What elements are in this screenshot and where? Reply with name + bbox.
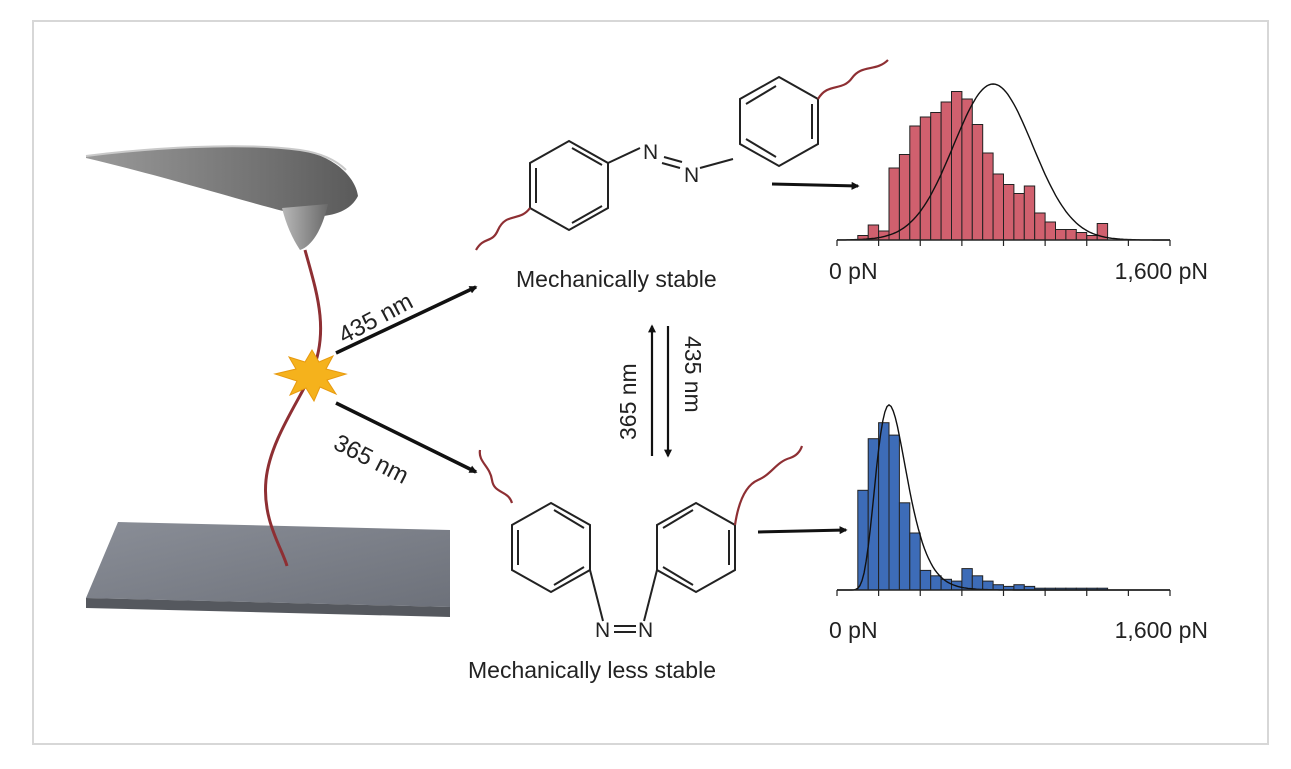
x-tick-label-max: 1,600 pN: [1115, 617, 1208, 643]
histogram-bar: [971, 124, 984, 241]
histogram-bar: [1055, 229, 1067, 241]
afm-tip: [282, 204, 328, 250]
afm-cantilever: [85, 145, 358, 217]
linker-wave-stable-left: [475, 207, 531, 251]
figure-frame: [32, 20, 1269, 745]
arrow-to-stable-histogram: [771, 181, 860, 190]
azo-n-lower-2: N: [638, 619, 653, 642]
linker-wave-less-left: [478, 449, 514, 504]
histogram-bar: [992, 173, 1004, 241]
histogram-bar: [1013, 584, 1025, 591]
azo-n-lower-1: N: [595, 619, 610, 642]
histogram-bar: [888, 434, 900, 591]
x-tick-label-min: 0 pN: [829, 617, 878, 643]
histogram-bar: [888, 167, 900, 241]
x-tick-label-max: 1,600 pN: [1115, 258, 1208, 284]
arrow-to-stable: [335, 285, 478, 355]
title-mechanically-less-stable: Mechanically less stable: [468, 657, 716, 683]
histogram-bar: [1065, 229, 1077, 241]
label-365nm-lower: 365 nm: [329, 429, 413, 489]
histogram-bar: [1075, 232, 1088, 241]
histogram-bar: [930, 575, 942, 591]
histogram-bar: [971, 575, 984, 591]
histogram-less-stable: 0 pN 1,600 pN: [829, 404, 1208, 643]
substrate-surface: [86, 522, 450, 617]
histogram-bar: [982, 152, 994, 241]
x-tick-label-min: 0 pN: [829, 258, 878, 284]
fit-curve: [837, 83, 1170, 241]
histogram-bar: [1023, 185, 1036, 241]
azo-n-upper-1: N: [643, 141, 658, 164]
histogram-bar: [909, 125, 921, 241]
histogram-stable: 0 pN 1,600 pN: [829, 83, 1208, 284]
histogram-bar: [898, 502, 911, 591]
title-mechanically-stable: Mechanically stable: [516, 266, 717, 292]
label-365nm-vertical: 365 nm: [615, 363, 641, 440]
histogram-bar: [982, 580, 994, 591]
histogram-bar: [1013, 193, 1025, 241]
histogram-bar: [1003, 184, 1015, 241]
linker-strand: [263, 249, 323, 567]
linker-wave-stable-right: [817, 59, 889, 100]
trans-azobenzene-structure: [529, 75, 819, 232]
equilibrium-arrows: [648, 324, 672, 458]
linker-wave-less-right: [733, 445, 804, 526]
histogram-bar: [1034, 212, 1046, 241]
label-435nm-vertical: 435 nm: [680, 336, 706, 413]
histogram-bar: [951, 91, 963, 241]
light-flash-icon: [273, 349, 348, 403]
histogram-bar: [878, 422, 890, 591]
histogram-bar: [961, 568, 973, 591]
arrow-to-less-stable-histogram: [757, 526, 848, 535]
histogram-bar: [919, 569, 932, 591]
azo-n-upper-2: N: [684, 164, 699, 187]
histogram-bar: [919, 116, 932, 241]
histogram-bar: [1044, 221, 1056, 241]
histogram-bar: [909, 532, 921, 591]
arrow-to-less-stable: [335, 401, 478, 474]
histogram-bar: [961, 98, 973, 241]
cis-azobenzene-structure: [511, 501, 736, 633]
